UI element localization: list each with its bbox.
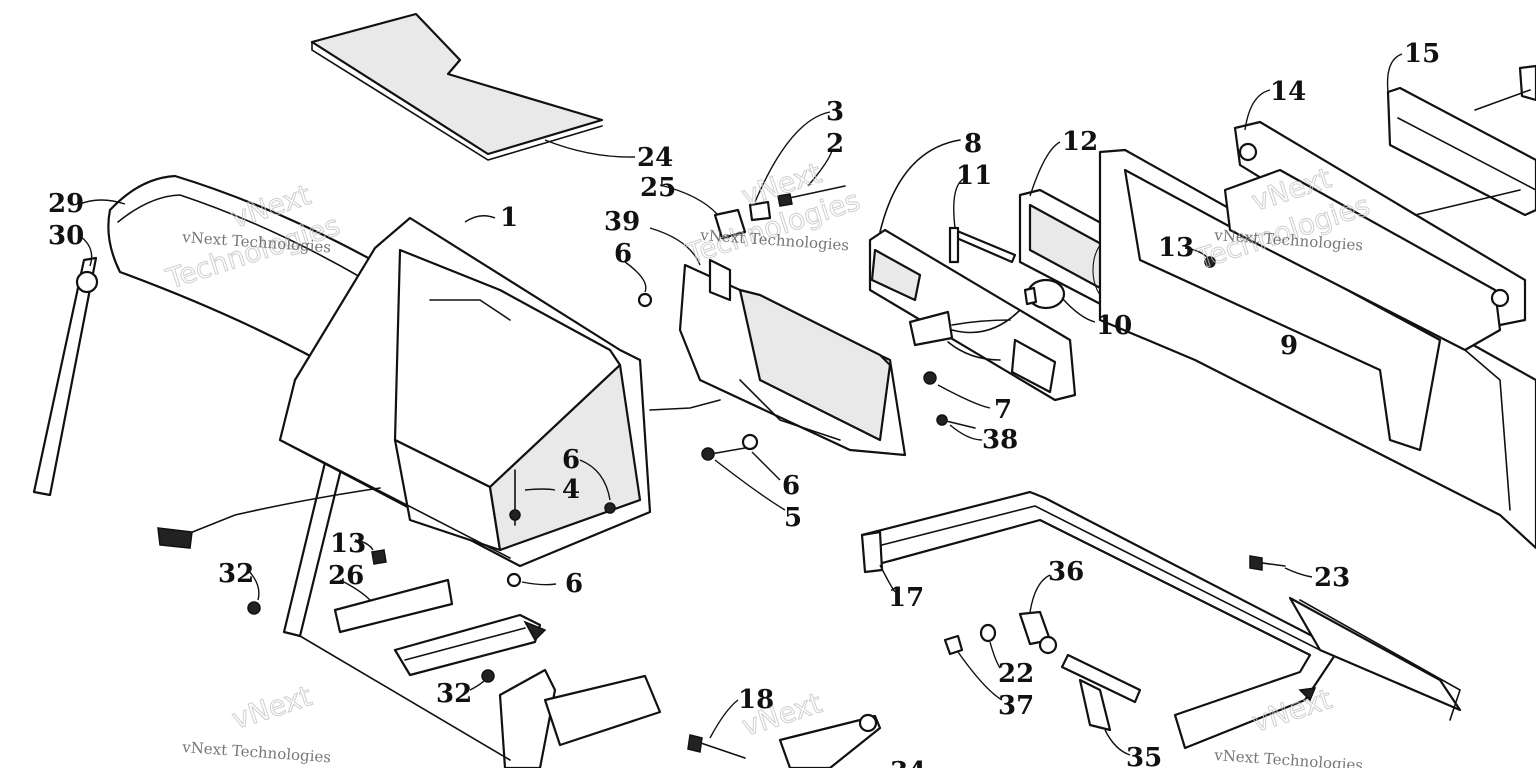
callout-6-b: 6 <box>562 445 580 475</box>
part-7-nut <box>923 371 991 409</box>
part-23-bolt <box>1249 555 1313 578</box>
callout-32-b: 32 <box>436 679 472 709</box>
callout-4: 4 <box>562 475 580 505</box>
callout-5: 5 <box>784 503 802 533</box>
part-10-bulb <box>908 278 1096 361</box>
callout-7: 7 <box>994 395 1012 425</box>
callout-29: 29 <box>48 189 84 219</box>
callout-18: 18 <box>738 685 774 715</box>
part-bracket-lower <box>393 613 547 677</box>
callout-15: 15 <box>1404 39 1440 69</box>
callout-30: 30 <box>48 221 84 251</box>
part-25-clip <box>659 184 747 240</box>
part-8-switch-panel <box>868 139 1077 402</box>
callout-32-a: 32 <box>218 559 254 589</box>
callout-39: 39 <box>604 207 640 237</box>
part-34-arm <box>778 713 882 768</box>
part-11-bar <box>948 177 1017 264</box>
watermark-text: vNext Technologies <box>1213 746 1364 768</box>
part-36-bracket <box>1018 574 1058 655</box>
callout-22: 22 <box>998 659 1034 689</box>
callout-6-c: 6 <box>782 471 800 501</box>
callout-13-a: 13 <box>1158 233 1194 263</box>
part-3-bracket <box>748 111 831 222</box>
part-18-bolt <box>687 699 746 759</box>
callout-13-b: 13 <box>330 529 366 559</box>
part-4-screw <box>509 469 556 526</box>
watermark-text: vNext Technologies <box>181 738 332 766</box>
callout-3: 3 <box>826 97 844 127</box>
callout-36: 36 <box>1048 557 1084 587</box>
callout-25: 25 <box>640 173 676 203</box>
callout-12: 12 <box>1062 127 1098 157</box>
callout-2: 2 <box>826 129 844 159</box>
part-17-frame <box>860 490 1462 750</box>
part-32-nut-left <box>247 569 261 615</box>
callout-38: 38 <box>982 425 1018 455</box>
callout-labels: 1 2 3 4 5 6 6 6 6 7 8 9 10 11 12 13 13 1… <box>48 39 1440 768</box>
callout-11: 11 <box>956 161 992 191</box>
part-2-screw <box>777 149 846 207</box>
callout-10: 10 <box>1096 311 1132 341</box>
callout-8: 8 <box>964 129 982 159</box>
callout-24: 24 <box>637 143 673 173</box>
part-5-screw <box>701 447 786 511</box>
part-26-plate <box>333 578 454 634</box>
callout-35: 35 <box>1126 743 1162 768</box>
callout-6-d: 6 <box>565 569 583 599</box>
callout-34: 34 <box>890 757 926 768</box>
part-6-washers-console <box>506 459 616 588</box>
callout-37: 37 <box>998 691 1034 721</box>
callout-17: 17 <box>888 583 924 613</box>
part-1-console-housing <box>157 215 721 568</box>
part-14-rear-panel <box>1098 89 1536 550</box>
part-13-nut-lower <box>354 539 387 565</box>
callout-14: 14 <box>1270 77 1306 107</box>
part-32-nut-right <box>469 669 495 691</box>
part-35-pin <box>1060 653 1142 756</box>
part-mount-lower <box>299 635 662 768</box>
callout-6-a: 6 <box>614 239 632 269</box>
part-22-washer <box>979 623 1001 669</box>
callout-23: 23 <box>1314 563 1350 593</box>
part-24-seat-pad <box>310 12 636 161</box>
part-38-screw <box>936 414 983 441</box>
watermark-brand: vNext <box>228 679 316 736</box>
part-37-nut <box>943 634 1003 701</box>
part-39-bracket <box>624 227 907 457</box>
part-6-washer-bracket <box>741 433 781 481</box>
callout-26: 26 <box>328 561 364 591</box>
callout-1: 1 <box>500 203 518 233</box>
callout-9: 9 <box>1280 331 1298 361</box>
part-15-top-rail <box>1386 53 1536 217</box>
